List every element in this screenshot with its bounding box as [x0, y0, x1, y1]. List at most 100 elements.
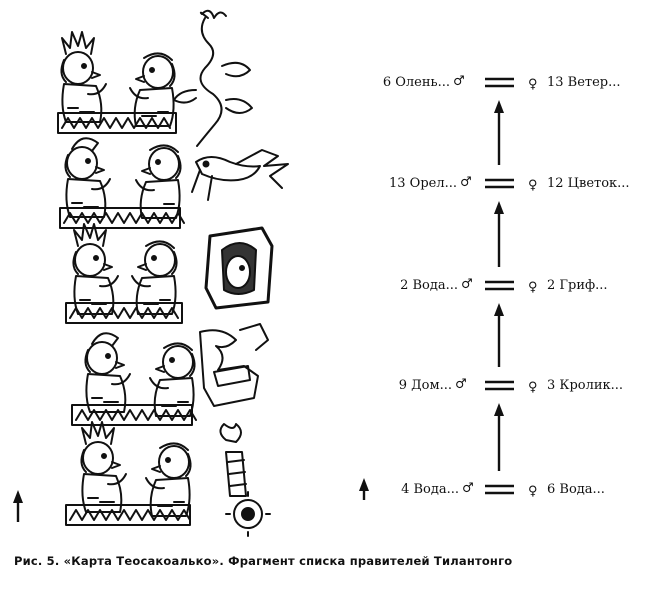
staff-top: [219, 423, 242, 443]
cap-headdress: [143, 52, 173, 61]
figure-garment: [71, 202, 99, 208]
figure-nose: [95, 166, 105, 174]
figure-arm: [135, 179, 155, 192]
figure-nose: [137, 263, 147, 271]
descent-arrow: [494, 403, 504, 471]
descent-arrows: [13, 100, 504, 522]
female-symbol-icon: ♀: [528, 178, 538, 193]
bird-eye: [202, 160, 210, 168]
figure-nose: [135, 75, 145, 83]
figure-nose: [91, 71, 101, 79]
figure-garment: [143, 299, 171, 305]
arrow-head: [13, 490, 23, 503]
figure-garment: [157, 501, 185, 507]
place-glyph: [199, 323, 269, 407]
male-ruler-name: 6 Олень...: [383, 75, 450, 90]
figure-eye: [85, 158, 91, 164]
cap-headdress: [145, 240, 175, 249]
left-ruler-figure: [64, 137, 111, 218]
figure-arm: [87, 83, 107, 96]
vine-leaf: [221, 61, 251, 78]
platform-outline: [65, 504, 191, 526]
stepped-platform: [71, 404, 197, 426]
zigzag-pattern: [75, 409, 197, 421]
cap-headdress: [163, 342, 193, 351]
genealogy-row: 6 Олень...♂♀13 Ветер...: [383, 74, 621, 92]
vine-leaf: [173, 89, 197, 104]
figure-arm: [111, 373, 131, 386]
arrow-head: [494, 303, 504, 316]
female-symbol-icon: ♀: [528, 280, 538, 295]
left-ruler-figure: [84, 332, 131, 413]
vine-flower: [199, 9, 227, 19]
figure-hair: [189, 353, 196, 377]
face-in-frame: [225, 255, 251, 289]
female-ruler-name: 2 Гриф...: [547, 278, 608, 293]
feather-headdress: [73, 223, 107, 247]
figure-eye: [169, 357, 175, 363]
genealogy-row: 2 Вода...♂♀2 Гриф...: [400, 277, 608, 295]
feather-headdress: [61, 31, 95, 55]
glyph-base: [213, 365, 251, 387]
feather-headdress: [81, 421, 115, 445]
platform-outline: [57, 112, 177, 134]
female-ruler-name: 12 Цветок...: [547, 176, 630, 191]
figure-nose: [155, 365, 165, 373]
stepped-platform: [65, 504, 191, 526]
male-symbol-icon: ♂: [453, 74, 465, 89]
figure-garment: [141, 111, 169, 117]
figure-garment: [79, 299, 107, 305]
male-symbol-icon: ♂: [455, 377, 467, 392]
right-ruler-figure: [135, 144, 182, 219]
figure-hair: [72, 251, 79, 275]
descent-arrow: [494, 201, 504, 267]
figure-body: [61, 83, 103, 123]
figure-eye: [155, 159, 161, 165]
male-ruler-name: 4 Вода...: [401, 482, 459, 497]
male-ruler-name: 9 Дом...: [399, 378, 452, 393]
female-ruler-name: 3 Кролик...: [547, 378, 623, 393]
female-ruler-name: 6 Вода...: [547, 482, 605, 497]
figure-head: [82, 441, 114, 475]
right-ruler-figure: [149, 342, 196, 417]
figure-nose: [115, 361, 125, 369]
figure-eye: [105, 353, 111, 359]
figure-eye: [151, 255, 157, 261]
cap-headdress: [159, 442, 189, 451]
figure-garment: [87, 497, 115, 503]
staff-bands: [227, 459, 247, 487]
figure-head: [74, 243, 106, 277]
descent-arrow: [494, 303, 504, 367]
vine-leaf: [225, 98, 253, 114]
female-symbol-icon: ♀: [528, 484, 538, 499]
zigzag-pattern: [69, 307, 179, 319]
figure-garment: [91, 397, 119, 403]
griffin-head: [199, 329, 259, 407]
staff-shaft: [225, 451, 247, 497]
figure-body: [139, 179, 181, 219]
rosette-rays: [225, 491, 271, 537]
figure-hair: [84, 349, 91, 373]
figure-eye: [81, 63, 87, 69]
arrow-head: [494, 100, 504, 113]
figure-garment: [161, 401, 189, 407]
stepped-platform: [57, 112, 177, 134]
figure-body: [65, 178, 107, 218]
figure-body: [135, 275, 177, 315]
animal-headdress: [71, 137, 99, 152]
arrow-head: [494, 403, 504, 416]
figure-hair: [60, 59, 67, 83]
figure-body: [81, 473, 123, 513]
staff-glyph: [219, 423, 271, 537]
figure-arm: [145, 477, 165, 490]
animal-headdress: [91, 332, 119, 347]
left-ruler-figure: [80, 421, 127, 513]
figure-body: [85, 373, 127, 413]
right-ruler-figure: [131, 240, 178, 315]
figure-nose: [141, 167, 151, 175]
figure-hair: [80, 449, 87, 473]
rosette-center: [241, 507, 255, 521]
figure-arm: [149, 377, 169, 390]
figure-eye: [93, 255, 99, 261]
figure-nose: [111, 461, 121, 469]
